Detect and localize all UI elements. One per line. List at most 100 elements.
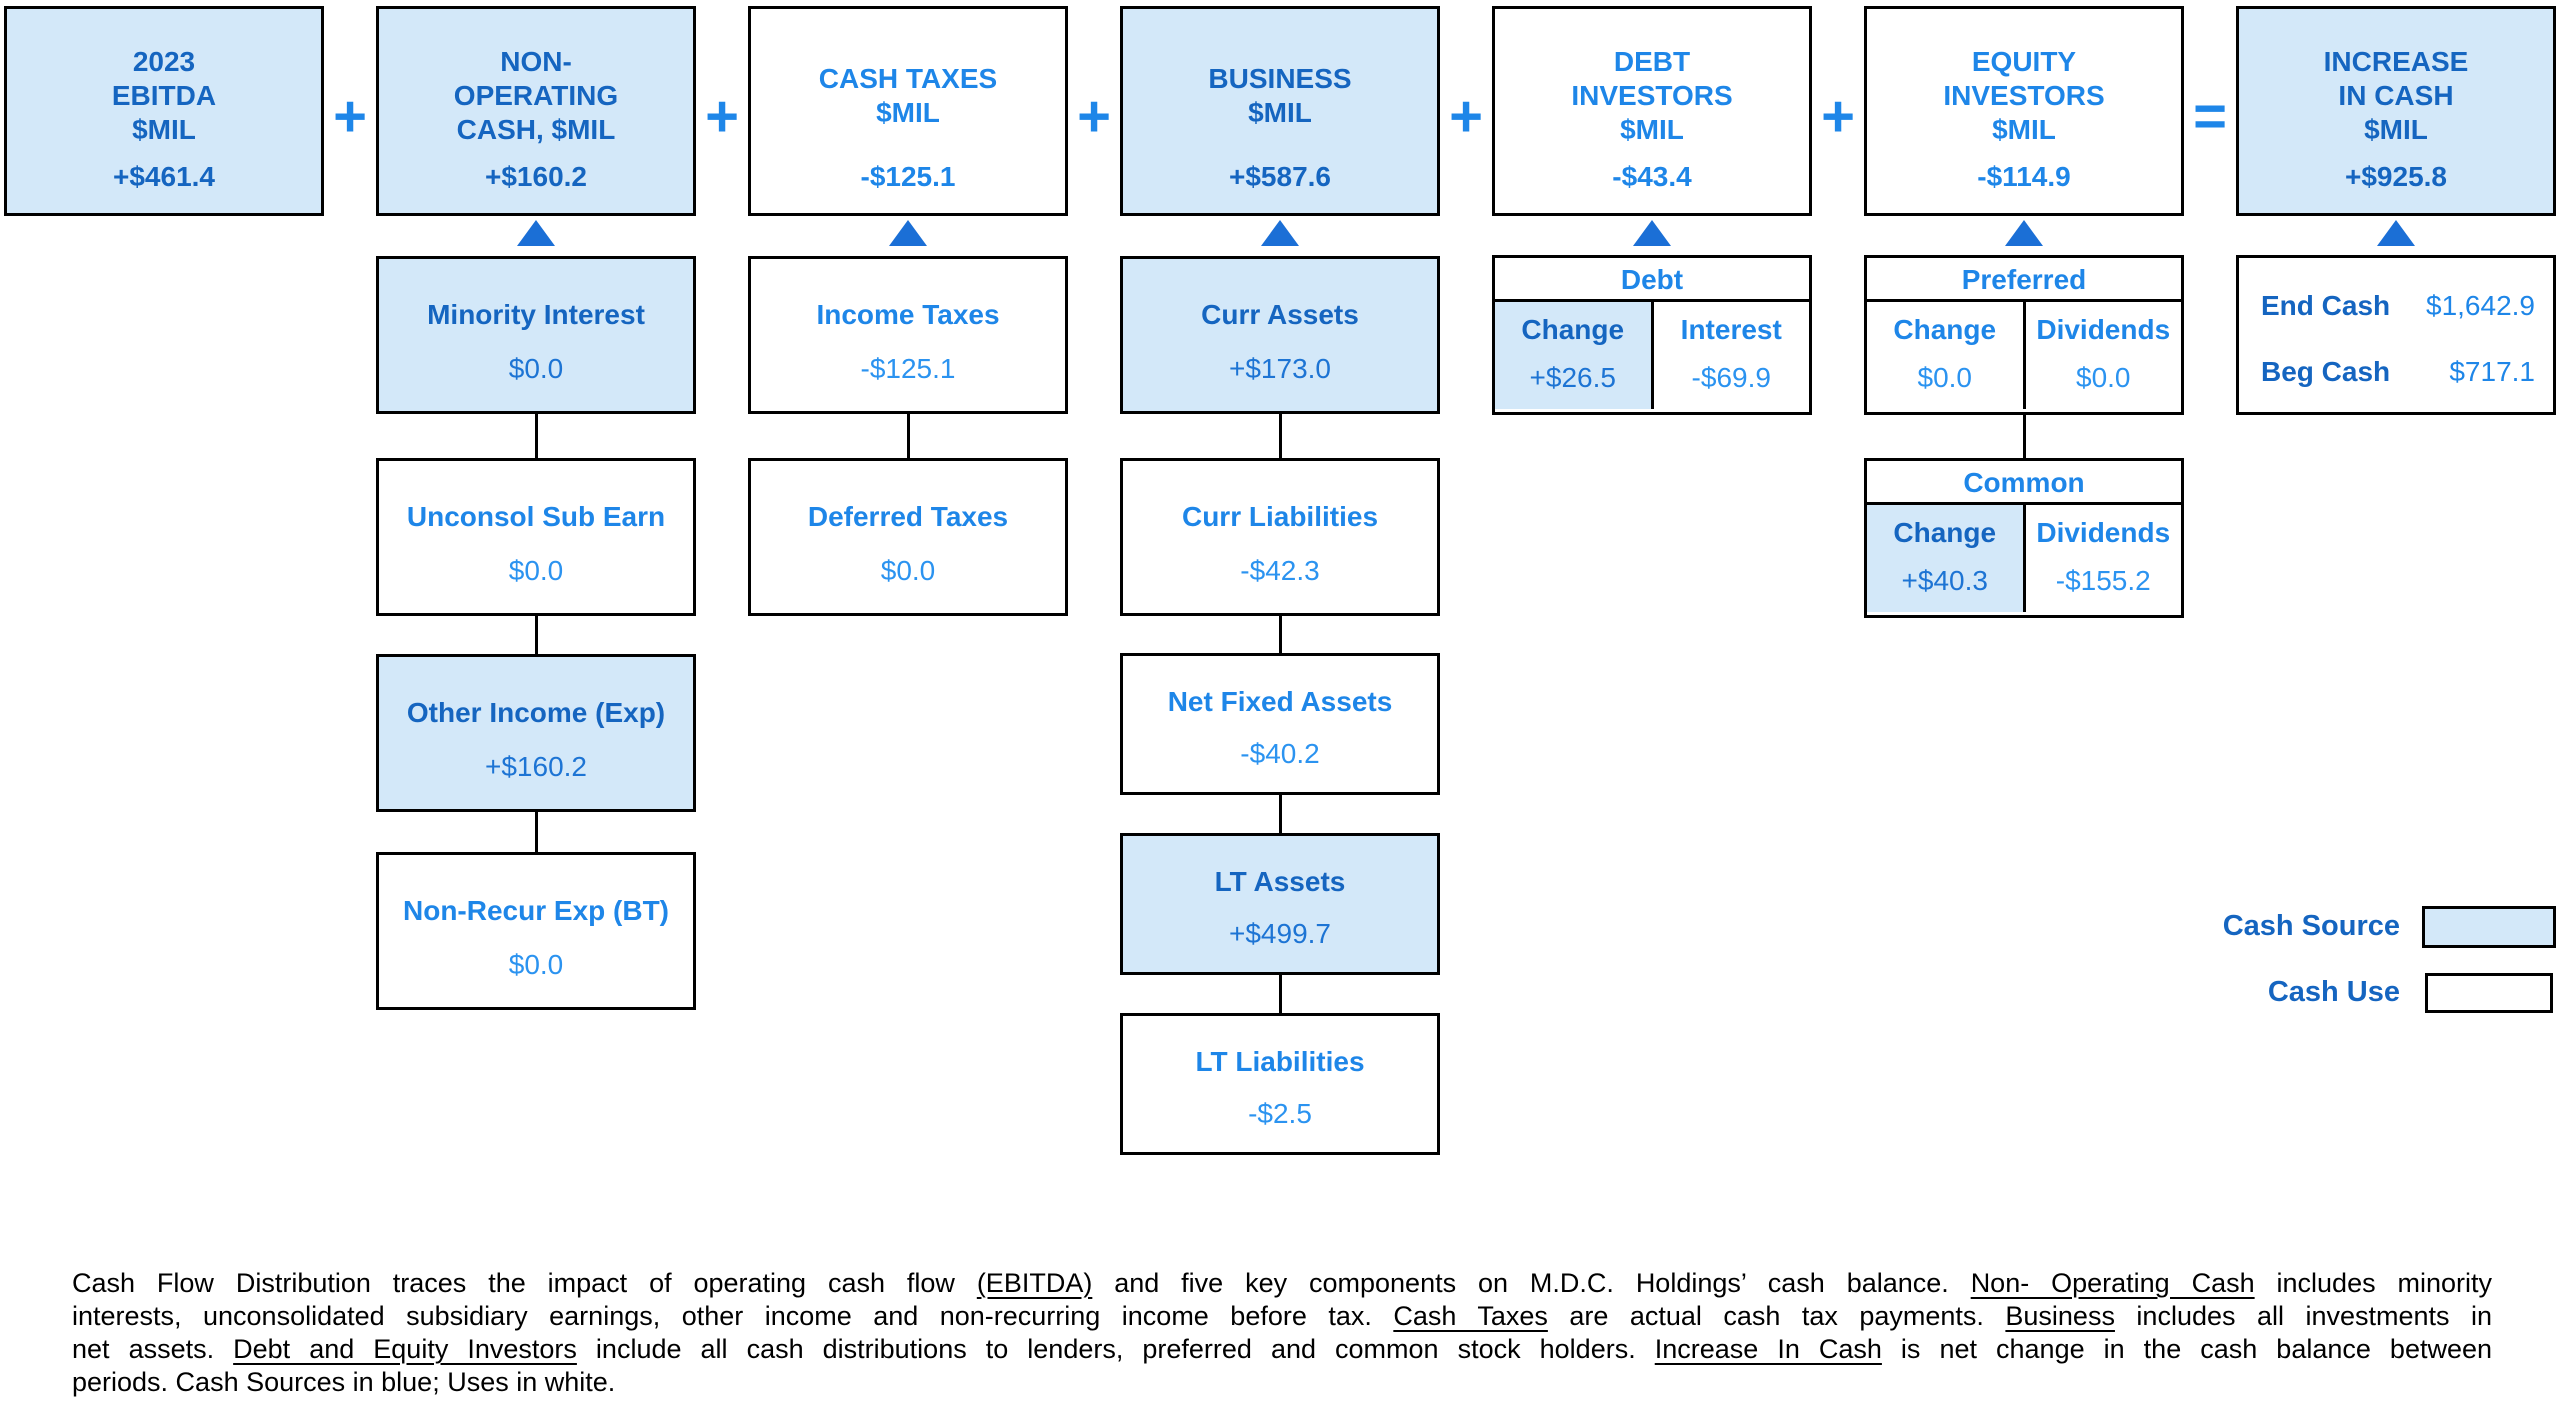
box-title: Curr Assets [1201, 299, 1359, 330]
preferred-dividends-cell: Dividends $0.0 [2022, 302, 2181, 409]
box-title: Net Fixed Assets [1167, 686, 1393, 717]
connector-line [535, 812, 538, 852]
row-label: Beg Cash [2261, 356, 2391, 387]
box-title: INCREASE IN CASH $MIL [2323, 46, 2469, 145]
cell-value: $0.0 [2076, 362, 2131, 393]
box-value: $0.0 [880, 555, 936, 586]
lt-liabilities-box: LT Liabilities -$2.5 [1120, 1013, 1440, 1155]
row-value: $1,642.9 [2426, 290, 2535, 321]
cell-value: +$40.3 [1901, 565, 1988, 596]
box-value: +$461.4 [113, 161, 215, 192]
box-value: +$173.0 [1229, 353, 1331, 384]
box-title: BUSINESS $MIL [1208, 63, 1352, 128]
box-value: +$499.7 [1229, 918, 1331, 949]
debt-change-cell: Change +$26.5 [1495, 302, 1651, 409]
box-value: -$125.1 [860, 161, 956, 192]
box-title: DEBT INVESTORS $MIL [1571, 46, 1733, 145]
box-value: +$160.2 [485, 751, 587, 782]
box-title: Non-Recur Exp (BT) [403, 895, 669, 926]
cash-summary-box: End Cash $1,642.9 Beg Cash $717.1 [2236, 255, 2556, 415]
legend-cash-source-label: Cash Source [2222, 910, 2400, 942]
legend-cash-use-label: Cash Use [2267, 976, 2400, 1008]
box-value: -$114.9 [1977, 161, 2071, 192]
cell-value: -$155.2 [2055, 565, 2151, 596]
debt-investors-box: DEBT INVESTORS $MIL -$43.4 [1492, 6, 1812, 216]
box-title: 2023 EBITDA $MIL [111, 46, 217, 145]
footer-note: Cash Flow Distribution traces the impact… [72, 1267, 2492, 1399]
cell-value: +$26.5 [1529, 362, 1616, 393]
box-value: +$925.8 [2345, 161, 2447, 192]
debt-interest-cell: Interest -$69.9 [1650, 302, 1809, 409]
unconsol-sub-earn-box: Unconsol Sub Earn $0.0 [376, 458, 696, 616]
box-value: -$125.1 [860, 353, 956, 384]
up-arrow-icon [2005, 220, 2043, 246]
plus-operator: + [333, 83, 367, 149]
plus-operator: + [705, 83, 739, 149]
box-title: LT Assets [1214, 866, 1346, 897]
box-value: -$42.3 [1240, 555, 1320, 586]
box-value: $0.0 [508, 555, 564, 586]
increase-in-cash-box: INCREASE IN CASH $MIL +$925.8 [2236, 6, 2556, 216]
row-value: $717.1 [2449, 356, 2535, 387]
legend-cash-use-swatch [2425, 973, 2553, 1013]
box-value: +$160.2 [485, 161, 587, 192]
curr-assets-box: Curr Assets +$173.0 [1120, 256, 1440, 414]
box-title: Other Income (Exp) [406, 697, 666, 728]
up-arrow-icon [517, 220, 555, 246]
box-value: $0.0 [508, 353, 564, 384]
cell-label: Change [1521, 314, 1625, 345]
box-value: +$587.6 [1229, 161, 1331, 192]
connector-line [1279, 795, 1282, 833]
common-dividends-cell: Dividends -$155.2 [2022, 505, 2181, 612]
up-arrow-icon [1261, 220, 1299, 246]
footer-line: interests, unconsolidated subsidiary ear… [72, 1301, 2492, 1331]
table-header: Debt [1495, 258, 1809, 302]
box-title: Curr Liabilities [1181, 501, 1379, 532]
box-title: Unconsol Sub Earn [406, 501, 666, 532]
end-cash-row: End Cash $1,642.9 [2261, 290, 2535, 322]
plus-operator: + [1821, 83, 1855, 149]
box-title: CASH TAXES $MIL [818, 63, 998, 128]
box-value: -$40.2 [1240, 738, 1320, 769]
connector-line [535, 414, 538, 458]
footer-line: net assets. Debt and Equity Investors in… [72, 1334, 2493, 1364]
preferred-change-cell: Change $0.0 [1867, 302, 2023, 409]
plus-operator: + [1077, 83, 1111, 149]
income-taxes-box: Income Taxes -$125.1 [748, 256, 1068, 414]
up-arrow-icon [889, 220, 927, 246]
curr-liabilities-box: Curr Liabilities -$42.3 [1120, 458, 1440, 616]
box-title: Deferred Taxes [807, 501, 1009, 532]
footer-line: periods. Cash Sources in blue; Uses in w… [72, 1367, 616, 1397]
connector-line [2023, 415, 2026, 458]
beg-cash-row: Beg Cash $717.1 [2261, 356, 2535, 388]
plus-operator: + [1449, 83, 1483, 149]
cell-value: -$69.9 [1691, 362, 1771, 393]
cell-label: Interest [1680, 314, 1782, 345]
cell-label: Change [1893, 314, 1997, 345]
up-arrow-icon [2377, 220, 2415, 246]
box-value: -$2.5 [1248, 1098, 1312, 1129]
equals-operator: = [2193, 83, 2227, 149]
common-table: Common Change +$40.3 Dividends -$155.2 [1864, 458, 2184, 618]
connector-line [1279, 616, 1282, 653]
preferred-table: Preferred Change $0.0 Dividends $0.0 [1864, 255, 2184, 415]
box-value: $0.0 [508, 949, 564, 980]
up-arrow-icon [1633, 220, 1671, 246]
ebitda-box: 2023 EBITDA $MIL +$461.4 [4, 6, 324, 216]
box-title: LT Liabilities [1195, 1046, 1365, 1077]
cell-label: Dividends [2036, 314, 2171, 345]
other-income-exp-box: Other Income (Exp) +$160.2 [376, 654, 696, 812]
non-recur-exp-box: Non-Recur Exp (BT) $0.0 [376, 852, 696, 1010]
lt-assets-box: LT Assets +$499.7 [1120, 833, 1440, 975]
connector-line [907, 414, 910, 458]
connector-line [1279, 414, 1282, 458]
deferred-taxes-box: Deferred Taxes $0.0 [748, 458, 1068, 616]
connector-line [535, 616, 538, 654]
table-header: Common [1867, 461, 2181, 505]
connector-line [1279, 975, 1282, 1013]
cell-label: Dividends [2036, 517, 2171, 548]
common-change-cell: Change +$40.3 [1867, 505, 2023, 612]
row-label: End Cash [2261, 290, 2391, 321]
minority-interest-box: Minority Interest $0.0 [376, 256, 696, 414]
